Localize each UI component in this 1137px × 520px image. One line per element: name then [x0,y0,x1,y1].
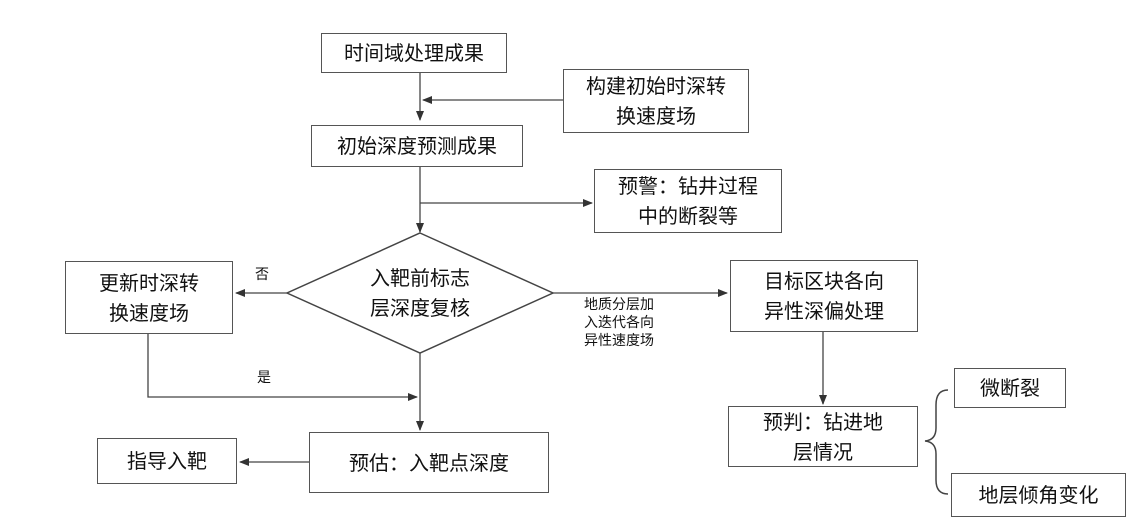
node-predict: 预判：钻进地 层情况 [728,406,918,467]
node-initial-depth: 初始深度预测成果 [311,125,523,167]
node-guide: 指导入靶 [97,438,237,484]
decision-diamond [285,232,555,354]
node-warning: 预警：钻井过程 中的断裂等 [594,169,782,233]
arrow-update-yes-path [147,334,418,401]
node-time-domain: 时间域处理成果 [321,33,507,73]
node-micro-fault: 微断裂 [954,368,1066,408]
decision-label: 入靶前标志 层深度复核 [370,266,470,320]
brace [924,389,949,495]
label-layering: 地质分层加 入迭代各向 异性速度场 [584,297,654,349]
node-velocity-field: 构建初始时深转 换速度场 [563,69,749,133]
label-no: 否 [255,267,269,283]
node-dip-change: 地层倾角变化 [951,473,1126,517]
node-update-velocity: 更新时深转 换速度场 [65,261,233,334]
node-estimate: 预估：入靶点深度 [309,432,549,493]
node-anisotropy: 目标区块各向 异性深偏处理 [730,260,918,332]
label-yes: 是 [257,370,271,386]
